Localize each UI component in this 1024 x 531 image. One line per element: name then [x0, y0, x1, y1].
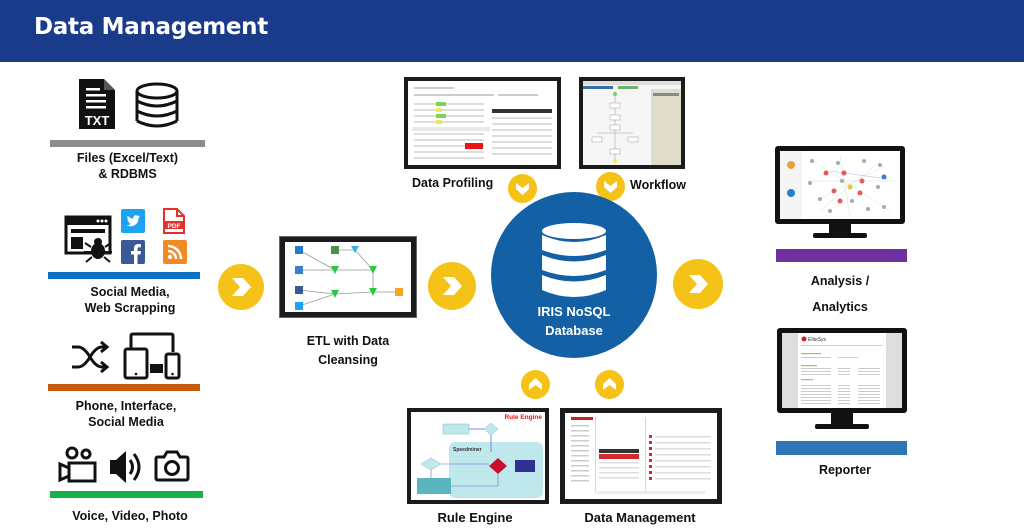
devices-icon	[123, 332, 181, 380]
camera-icon	[154, 450, 190, 482]
source-bar-social	[48, 272, 200, 279]
svg-text:TXT: TXT	[85, 113, 110, 128]
rule-engine-label: Rule Engine	[437, 510, 513, 525]
workflow-label: Workflow	[630, 178, 687, 192]
db-subtitle: Database	[545, 323, 603, 338]
source-label-social: Social Media, Web Scrapping	[84, 285, 176, 315]
txt-file-icon: TXT	[79, 79, 115, 129]
page-title: Data Management	[34, 14, 268, 40]
facebook-icon	[121, 240, 145, 264]
database-icon	[542, 223, 606, 297]
data-management-label: Data Management	[584, 510, 696, 525]
rss-icon	[163, 240, 187, 264]
source-label-phone: Phone, Interface, Social Media	[75, 399, 177, 429]
pdf-icon: PDF	[163, 208, 185, 234]
source-bar-files	[50, 140, 205, 147]
etl-label: ETL with Data Cleansing	[306, 334, 390, 367]
svg-text:PDF: PDF	[168, 223, 181, 230]
rule-engine-screen-title: Rule Engine	[504, 414, 542, 421]
arrow-down-icon	[508, 174, 537, 203]
data-management-screenshot	[560, 408, 722, 504]
arrow-up-icon	[595, 370, 624, 399]
arrow-up-icon	[521, 370, 550, 399]
analysis-label: Analysis / Analytics	[810, 274, 870, 314]
iris-nosql-database-node: IRIS NoSQL Database	[491, 192, 657, 358]
monitor-base	[813, 233, 867, 238]
network-graph	[780, 151, 895, 219]
shuffle-icon	[72, 341, 110, 373]
rule-engine-screenshot: Rule Engine Speedminer	[407, 408, 549, 504]
database-icon	[135, 82, 179, 128]
db-title: IRIS NoSQL	[537, 304, 611, 319]
report-document: EliteSys	[801, 336, 883, 404]
video-camera-icon	[58, 446, 97, 483]
analysis-bar	[776, 249, 907, 262]
svg-text:EliteSys: EliteSys	[808, 337, 827, 343]
source-files-rdbms: TXT	[48, 78, 208, 180]
arrow-right-icon	[218, 264, 264, 310]
arrow-right-icon	[428, 262, 476, 310]
reporter-bar	[776, 441, 907, 455]
workflow-screenshot	[579, 77, 685, 169]
arrow-right-icon	[673, 259, 723, 309]
source-label-media: Voice, Video, Photo	[72, 509, 188, 523]
rule-engine-group-label: Speedminer	[453, 447, 482, 453]
twitter-icon	[121, 209, 145, 233]
source-bar-phone	[48, 384, 200, 391]
data-profiling-screenshot	[404, 77, 561, 169]
reporter-label: Reporter	[818, 463, 872, 477]
source-bar-media	[50, 491, 203, 498]
etl-flow-diagram	[295, 246, 403, 310]
web-spider-icon	[64, 215, 112, 263]
monitor-stand	[829, 224, 851, 234]
data-profiling-label: Data Profiling	[412, 176, 494, 190]
source-label-files: Files (Excel/Text) & RDBMS	[76, 151, 179, 181]
etl-screenshot	[279, 236, 417, 318]
monitor-base	[815, 424, 869, 429]
reporter-monitor: EliteSys	[777, 328, 907, 438]
speaker-icon	[110, 451, 141, 483]
header-bar: Data Management	[0, 0, 1024, 62]
monitor-stand	[831, 413, 853, 425]
analysis-monitor	[775, 146, 905, 246]
